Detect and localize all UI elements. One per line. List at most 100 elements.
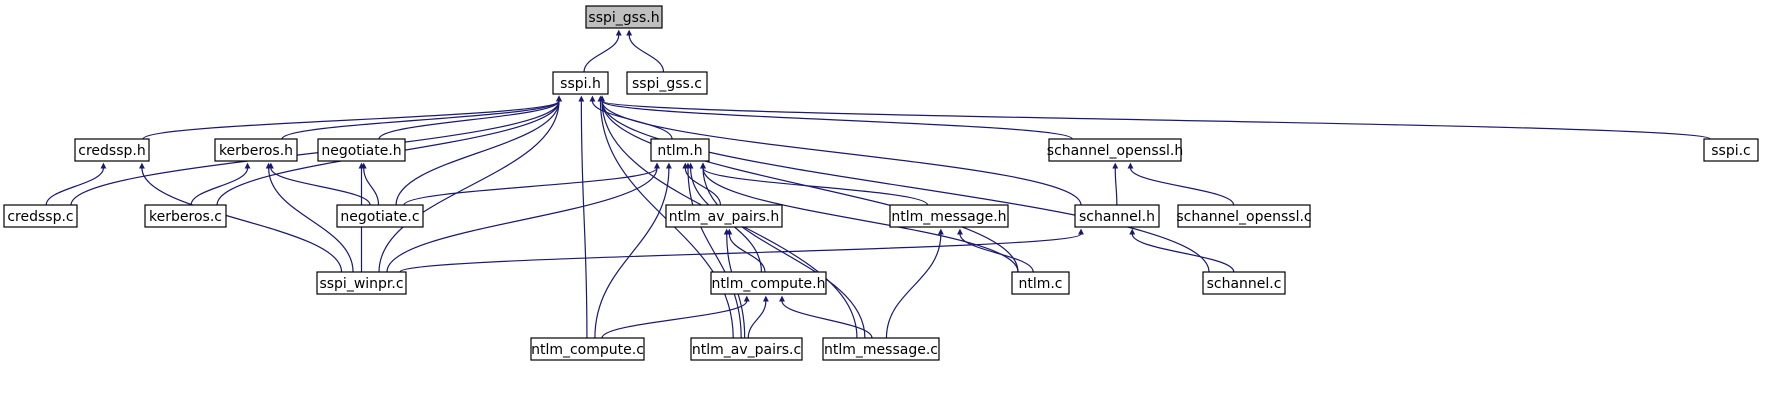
- edge-line: [599, 95, 1210, 273]
- node-negotiate-c[interactable]: negotiate.c: [336, 204, 424, 228]
- node-box: [530, 337, 645, 361]
- node-ntlm-av-pairs-h[interactable]: ntlm_av_pairs.h: [665, 204, 783, 228]
- edge-line: [399, 228, 1084, 273]
- edge-line: [779, 295, 873, 339]
- edge-line: [578, 95, 588, 339]
- edge-line: [142, 95, 562, 140]
- node-schannel-c[interactable]: schannel.c: [1202, 271, 1286, 295]
- edge-line: [190, 162, 251, 206]
- node-label: kerberos.c: [149, 209, 222, 225]
- node-ntlm-h[interactable]: ntlm.h: [650, 138, 710, 162]
- node-box: [336, 204, 424, 228]
- node-sspi-gss-c[interactable]: sspi_gss.c: [626, 71, 708, 95]
- edge-line: [138, 162, 343, 273]
- node-label: sspi_gss.h: [588, 10, 659, 26]
- edge-schannel-openssl-h-to-schannel-openssl-c: [1127, 162, 1235, 206]
- edge-line: [583, 29, 622, 73]
- node-box: [1202, 271, 1286, 295]
- edge-ntlm-h-to-ntlm-av-pairs-c: [684, 162, 742, 339]
- node-label: ntlm_message.h: [891, 209, 1006, 225]
- node-ntlm-c[interactable]: ntlm.c: [1011, 271, 1070, 295]
- edge-sspi-h-to-sspi-c: [599, 95, 1711, 140]
- node-sspi-h[interactable]: sspi.h: [552, 71, 609, 95]
- node-credssp-c[interactable]: credssp.c: [3, 204, 78, 228]
- edge-sspi-h-to-negotiate-c: [395, 95, 562, 206]
- edge-line: [395, 95, 562, 206]
- edge-credssp-h-to-sspi-winpr-c: [138, 162, 343, 273]
- node-ntlm-av-pairs-c[interactable]: ntlm_av_pairs.c: [690, 337, 803, 361]
- edge-line: [1112, 162, 1119, 206]
- edge-kerberos-h-to-negotiate-c: [267, 162, 371, 206]
- node-label: sspi.h: [560, 76, 601, 92]
- edge-sspi-h-to-kerberos-h: [281, 95, 562, 140]
- node-ntlm-message-h[interactable]: ntlm_message.h: [889, 204, 1009, 228]
- node-kerberos-h[interactable]: kerberos.h: [214, 138, 298, 162]
- node-label: ntlm_compute.c: [531, 342, 644, 358]
- node-box: [822, 337, 940, 361]
- node-sspi-winpr-c[interactable]: sspi_winpr.c: [316, 271, 407, 295]
- node-label: schannel_openssl.c: [1176, 209, 1311, 225]
- edge-line: [700, 162, 866, 339]
- edge-ntlm-av-pairs-h-to-ntlm-compute-h: [726, 228, 766, 273]
- node-box: [889, 204, 1009, 228]
- edge-ntlm-message-h-to-ntlm-message-c: [885, 228, 944, 339]
- node-box: [1048, 138, 1182, 162]
- edge-sspi-h-to-schannel-openssl-h: [599, 95, 1073, 140]
- node-ntlm-compute-c[interactable]: ntlm_compute.c: [530, 337, 645, 361]
- edge-line: [45, 162, 107, 206]
- node-box: [316, 271, 407, 295]
- edge-line: [360, 162, 380, 206]
- node-ntlm-message-c[interactable]: ntlm_message.c: [822, 337, 940, 361]
- node-box: [1074, 204, 1160, 228]
- node-sspi-gss-h[interactable]: sspi_gss.h: [585, 5, 663, 29]
- file-nodes: sspi_gss.h sspi.h sspi_gss.c credssp.h k…: [3, 5, 1759, 361]
- edge-line: [1129, 228, 1235, 273]
- node-label: sspi_gss.c: [632, 76, 702, 92]
- node-box: [585, 5, 663, 29]
- node-label: ntlm.h: [657, 143, 702, 159]
- node-label: credssp.h: [78, 143, 145, 159]
- edge-ntlm-compute-h-to-ntlm-av-pairs-c: [747, 295, 769, 339]
- node-label: ntlm_av_pairs.c: [692, 342, 801, 358]
- node-box: [665, 204, 783, 228]
- edge-line: [599, 95, 1711, 140]
- node-negotiate-h[interactable]: negotiate.h: [317, 138, 406, 162]
- dependency-edges: [45, 29, 1711, 339]
- edge-line: [726, 228, 766, 273]
- edge-line: [956, 228, 1034, 273]
- edge-line: [599, 95, 1082, 206]
- edge-line: [599, 95, 1073, 140]
- edge-schannel-openssl-h-to-schannel-h: [1112, 162, 1119, 206]
- node-ntlm-compute-h[interactable]: ntlm_compute.h: [710, 271, 827, 295]
- edge-line: [265, 162, 354, 273]
- node-label: sspi.c: [1711, 143, 1751, 159]
- edge-negotiate-h-to-negotiate-c: [360, 162, 380, 206]
- node-label: schannel_openssl.h: [1047, 143, 1183, 159]
- edge-line: [70, 95, 562, 206]
- edge-kerberos-h-to-kerberos-c: [190, 162, 251, 206]
- node-box: [3, 204, 78, 228]
- node-schannel-h[interactable]: schannel.h: [1074, 204, 1160, 228]
- node-box: [650, 138, 710, 162]
- node-label: sspi_winpr.c: [319, 276, 403, 292]
- edge-sspi-gss-h-to-sspi-h: [583, 29, 622, 73]
- node-box: [552, 71, 609, 95]
- edge-ntlm-compute-h-to-ntlm-compute-c: [601, 295, 750, 339]
- edge-line: [885, 228, 944, 339]
- edge-line: [700, 162, 929, 206]
- node-label: credssp.c: [7, 209, 73, 225]
- node-box: [1011, 271, 1070, 295]
- node-kerberos-c[interactable]: kerberos.c: [144, 204, 227, 228]
- edge-line: [594, 162, 672, 339]
- node-sspi-c[interactable]: sspi.c: [1703, 138, 1759, 162]
- edge-sspi-h-to-credssp-h: [142, 95, 562, 140]
- node-label: ntlm_compute.h: [712, 276, 826, 292]
- node-label: ntlm_av_pairs.h: [669, 209, 779, 225]
- edge-schannel-h-to-sspi-winpr-c: [399, 228, 1084, 273]
- node-credssp-h[interactable]: credssp.h: [74, 138, 150, 162]
- node-schannel-openssl-h[interactable]: schannel_openssl.h: [1047, 138, 1183, 162]
- edge-credssp-h-to-credssp-c: [45, 162, 107, 206]
- edge-ntlm-h-to-ntlm-compute-c: [594, 162, 672, 339]
- node-schannel-openssl-c[interactable]: schannel_openssl.c: [1176, 204, 1312, 228]
